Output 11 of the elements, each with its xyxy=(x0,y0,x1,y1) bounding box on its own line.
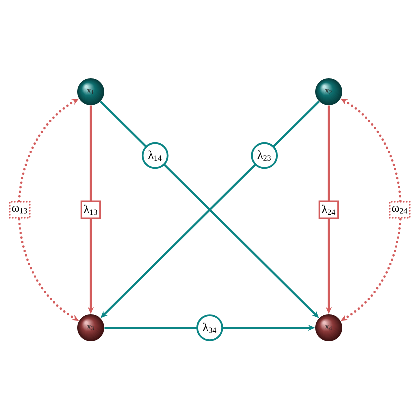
edge-label: λ$_{13}$ xyxy=(80,200,102,220)
node-label: x$_{4}$ xyxy=(325,326,332,330)
edge-label: λ$_{24}$ xyxy=(318,200,340,220)
edge-label: ω$_{13}$ xyxy=(9,201,31,219)
node-label: x$_{3}$ xyxy=(87,326,94,330)
node-label: x$_{2}$ xyxy=(325,90,332,94)
edge-label: ω$_{24}$ xyxy=(389,201,411,219)
node-label: x$_{1}$ xyxy=(87,90,94,94)
edge-label: λ$_{23}$ xyxy=(251,142,278,170)
edge-label: λ$_{14}$ xyxy=(142,142,169,170)
edge-label: λ$_{34}$ xyxy=(196,314,224,342)
